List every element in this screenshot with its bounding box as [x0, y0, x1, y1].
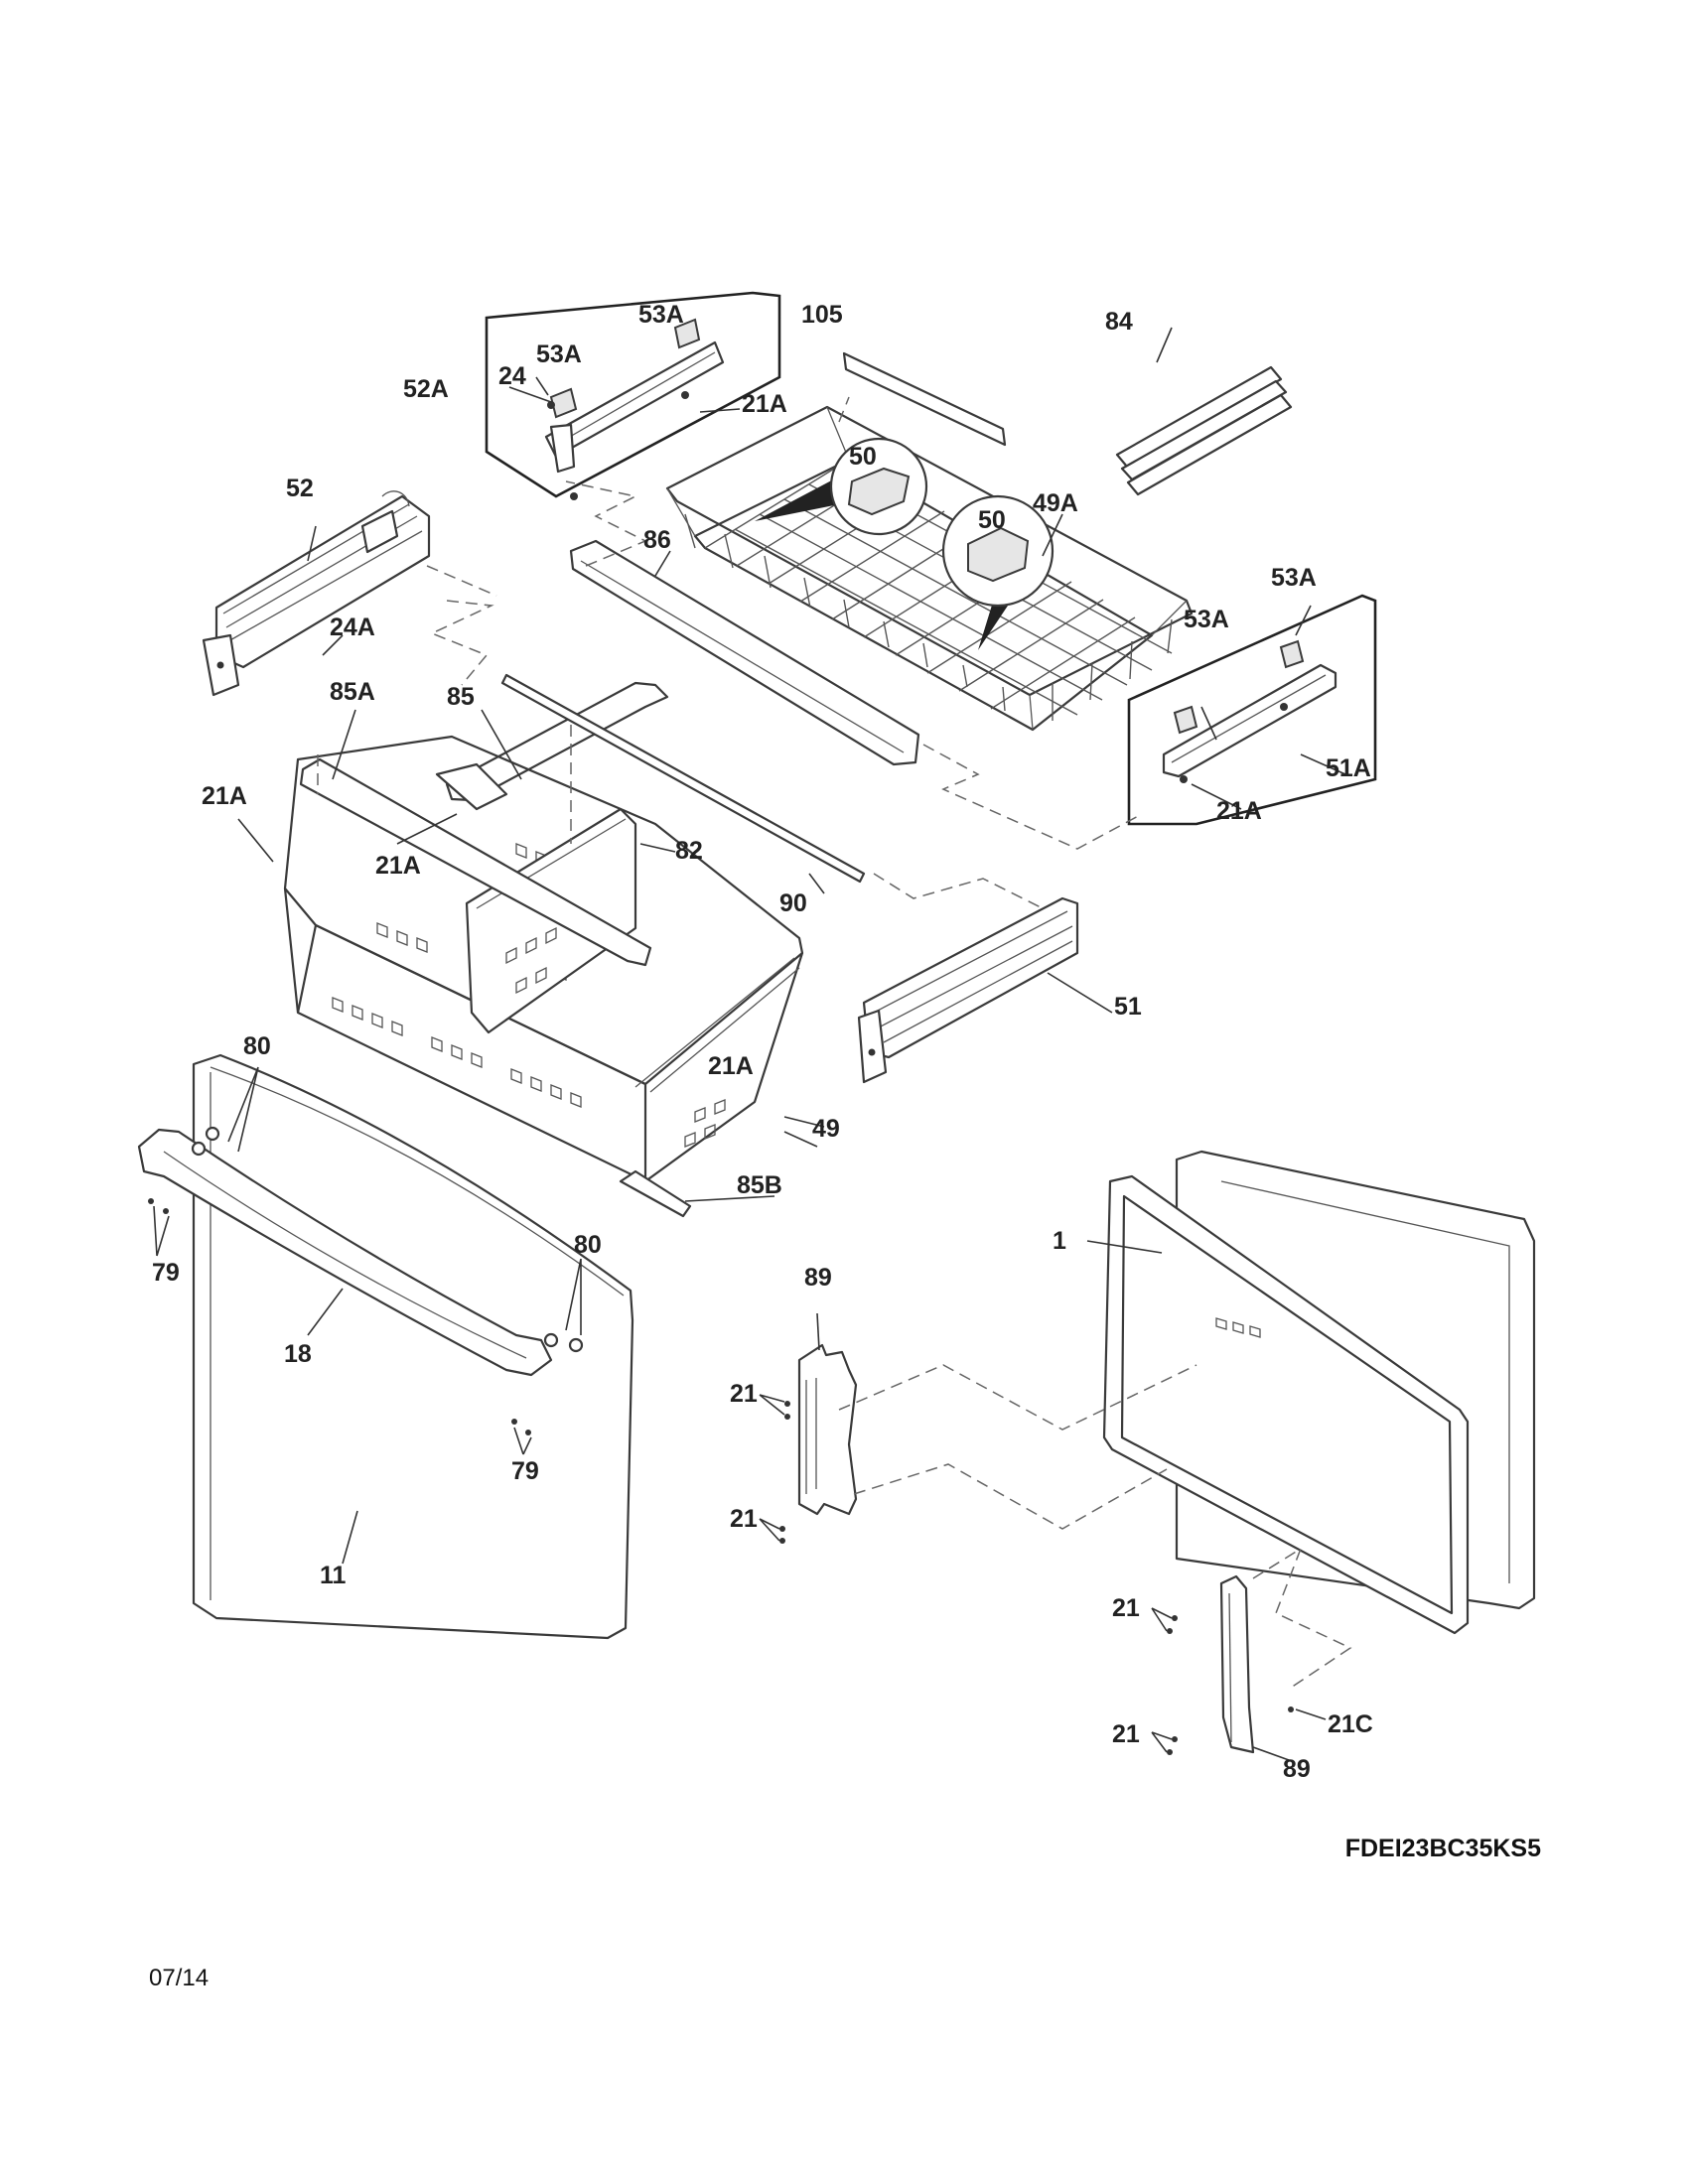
callout-18: 18 [284, 1340, 312, 1368]
callout-52: 52 [286, 475, 314, 502]
callout-52A: 52A [403, 375, 449, 403]
callout-105: 105 [801, 301, 843, 329]
handle-rail-85B [619, 1169, 692, 1218]
callout-51: 51 [1114, 993, 1142, 1021]
model-number: FDEI23BC35KS5 [1345, 1835, 1541, 1862]
assembly-guide-lines [317, 396, 1352, 1689]
callout-53A: 53A [536, 341, 582, 368]
date-code: 07/14 [149, 1965, 209, 1991]
callout-79: 79 [152, 1259, 180, 1287]
handle-screws-80-79 [148, 1126, 584, 1435]
callout-84: 84 [1105, 308, 1133, 336]
callout-1: 1 [1053, 1227, 1066, 1255]
callout-80: 80 [574, 1231, 602, 1259]
bracket-89-right [1167, 1574, 1294, 1755]
callout-21: 21 [730, 1505, 758, 1533]
callout-21C: 21C [1328, 1710, 1373, 1738]
callout-53A: 53A [1184, 606, 1229, 633]
callout-89: 89 [1283, 1755, 1311, 1783]
right-slide-rail-51 [857, 896, 1079, 1084]
rod-90 [500, 673, 866, 884]
callout-21: 21 [730, 1380, 758, 1408]
wire-basket-49A [665, 405, 1194, 732]
callout-labels: 53A 105 84 53A 24 52A 21A 52 50 50 49A 8… [152, 301, 1373, 1783]
bracket-89-left [779, 1343, 858, 1544]
callout-24A: 24A [330, 614, 375, 641]
callout-86: 86 [643, 526, 671, 554]
callout-51A: 51A [1326, 754, 1371, 782]
rear-bar-105 [842, 351, 1007, 447]
rail-bracket-kit-52A [485, 291, 781, 500]
callout-53A: 53A [1271, 564, 1317, 592]
callout-21A: 21A [375, 852, 421, 880]
left-slide-rail-52 [202, 490, 431, 697]
callout-82: 82 [675, 837, 703, 865]
callout-21A: 21A [742, 390, 787, 418]
inner-door-liner-1 [1102, 1150, 1536, 1635]
callout-85B: 85B [737, 1171, 782, 1199]
callout-89: 89 [804, 1264, 832, 1292]
callout-21A: 21A [708, 1052, 754, 1080]
divider-support-85 [435, 681, 669, 811]
callout-80: 80 [243, 1032, 271, 1060]
callout-53A: 53A [638, 301, 684, 329]
callout-49: 49 [812, 1115, 840, 1143]
divider-84 [1115, 365, 1293, 496]
callout-85A: 85A [330, 678, 375, 706]
rail-bracket-kit-51A [1127, 594, 1377, 826]
callout-21A: 21A [202, 782, 247, 810]
clip-detail-50-left [755, 437, 928, 536]
callout-24: 24 [498, 362, 526, 390]
callout-50: 50 [978, 506, 1006, 534]
callout-21A: 21A [1216, 797, 1262, 825]
callout-11: 11 [320, 1562, 347, 1589]
callout-21: 21 [1112, 1594, 1140, 1622]
clip-detail-50-right [941, 494, 1055, 650]
top-rail-85A [299, 757, 652, 967]
callout-79: 79 [511, 1457, 539, 1485]
callout-85: 85 [447, 683, 475, 711]
callout-90: 90 [779, 889, 807, 917]
callout-50: 50 [849, 443, 877, 471]
basket-wire-grid [684, 459, 1173, 721]
drawer-handle-18 [137, 1128, 553, 1377]
callout-21: 21 [1112, 1720, 1140, 1748]
front-trim-86 [569, 539, 920, 766]
callout-49A: 49A [1033, 489, 1078, 517]
callout-leader-lines [153, 327, 1346, 1761]
